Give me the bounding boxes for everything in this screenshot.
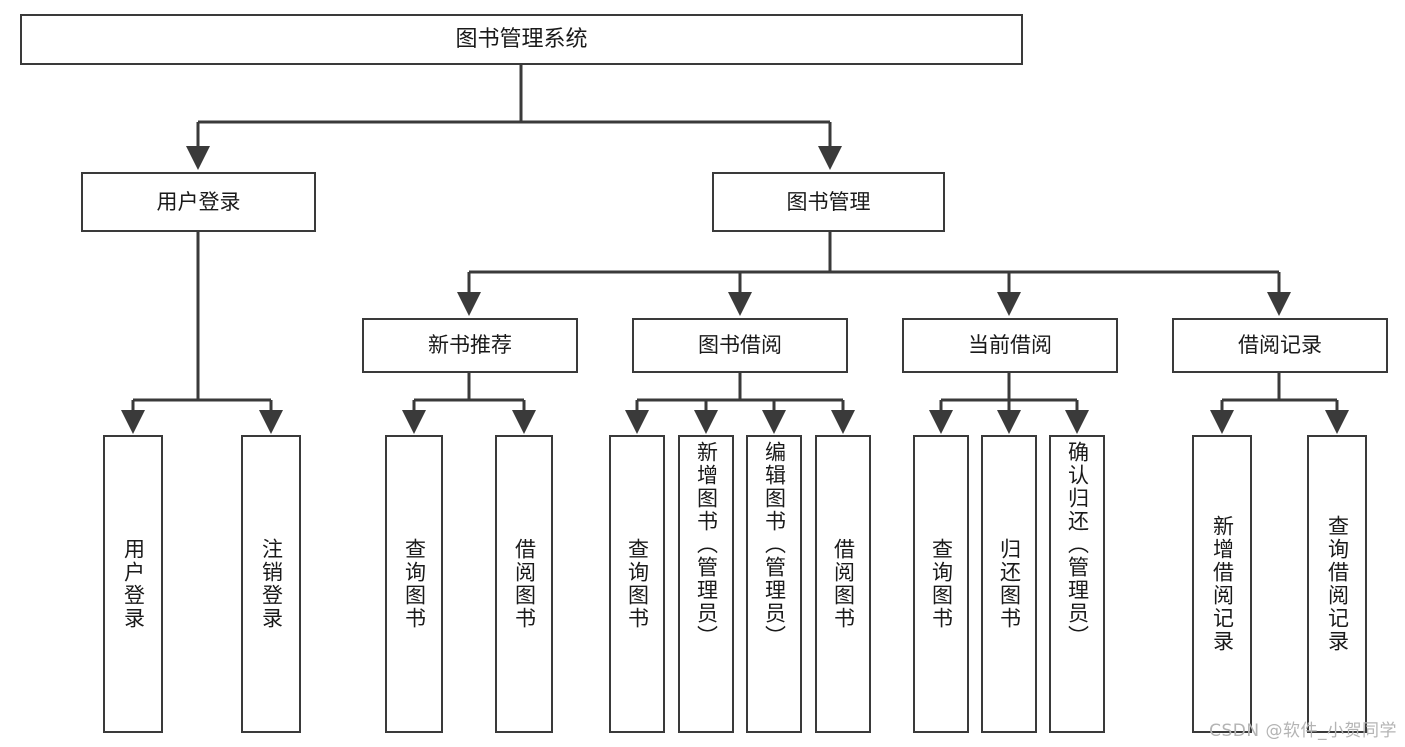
- node-leaf-user-logout-label: 注销登录: [259, 538, 284, 630]
- node-leaf-user-logout[interactable]: 注销登录: [241, 435, 301, 733]
- node-leaf-query-record[interactable]: 查询借阅记录: [1307, 435, 1367, 733]
- node-new-book-recommend[interactable]: 新书推荐: [362, 318, 578, 373]
- node-leaf-add-record-label: 新增借阅记录: [1210, 515, 1235, 653]
- node-borrow-record[interactable]: 借阅记录: [1172, 318, 1388, 373]
- node-leaf-query-book-1-label: 查询图书: [402, 538, 427, 630]
- node-root-label: 图书管理系统: [455, 26, 588, 52]
- node-book-borrow[interactable]: 图书借阅: [632, 318, 848, 373]
- node-leaf-user-login-label: 用户登录: [121, 538, 146, 630]
- node-leaf-borrow-book-1-label: 借阅图书: [512, 538, 537, 630]
- node-user-login[interactable]: 用户登录: [81, 172, 316, 232]
- node-book-manage-label: 图书管理: [786, 189, 871, 214]
- node-user-login-label: 用户登录: [156, 189, 241, 214]
- node-leaf-query-book-3-label: 查询图书: [929, 538, 954, 630]
- node-current-borrow[interactable]: 当前借阅: [902, 318, 1118, 373]
- node-leaf-query-book-2[interactable]: 查询图书: [609, 435, 665, 733]
- node-leaf-query-book-1[interactable]: 查询图书: [385, 435, 443, 733]
- node-book-manage[interactable]: 图书管理: [712, 172, 945, 232]
- node-leaf-return-book-label: 归还图书: [997, 538, 1022, 630]
- node-leaf-add-book[interactable]: 新增图书（管理员）: [678, 435, 734, 733]
- node-leaf-query-book-2-label: 查询图书: [625, 538, 650, 630]
- node-new-book-recommend-label: 新书推荐: [428, 333, 512, 358]
- node-leaf-add-record[interactable]: 新增借阅记录: [1192, 435, 1252, 733]
- node-leaf-edit-book[interactable]: 编辑图书（管理员）: [746, 435, 802, 733]
- node-leaf-user-login[interactable]: 用户登录: [103, 435, 163, 733]
- node-leaf-edit-book-label: 编辑图书（管理员）: [762, 441, 787, 648]
- node-leaf-borrow-book-2[interactable]: 借阅图书: [815, 435, 871, 733]
- node-root[interactable]: 图书管理系统: [20, 14, 1023, 65]
- node-leaf-add-book-label: 新增图书（管理员）: [694, 441, 719, 648]
- node-leaf-borrow-book-1[interactable]: 借阅图书: [495, 435, 553, 733]
- node-leaf-query-record-label: 查询借阅记录: [1325, 515, 1350, 653]
- node-leaf-confirm-return[interactable]: 确认归还（管理员）: [1049, 435, 1105, 733]
- node-borrow-record-label: 借阅记录: [1238, 333, 1322, 358]
- node-book-borrow-label: 图书借阅: [698, 333, 782, 358]
- node-current-borrow-label: 当前借阅: [968, 333, 1052, 358]
- node-leaf-confirm-return-label: 确认归还（管理员）: [1065, 441, 1090, 648]
- node-leaf-return-book[interactable]: 归还图书: [981, 435, 1037, 733]
- csdn-watermark: CSDN @软件_小贺同学: [1209, 721, 1397, 741]
- node-leaf-query-book-3[interactable]: 查询图书: [913, 435, 969, 733]
- node-leaf-borrow-book-2-label: 借阅图书: [831, 538, 856, 630]
